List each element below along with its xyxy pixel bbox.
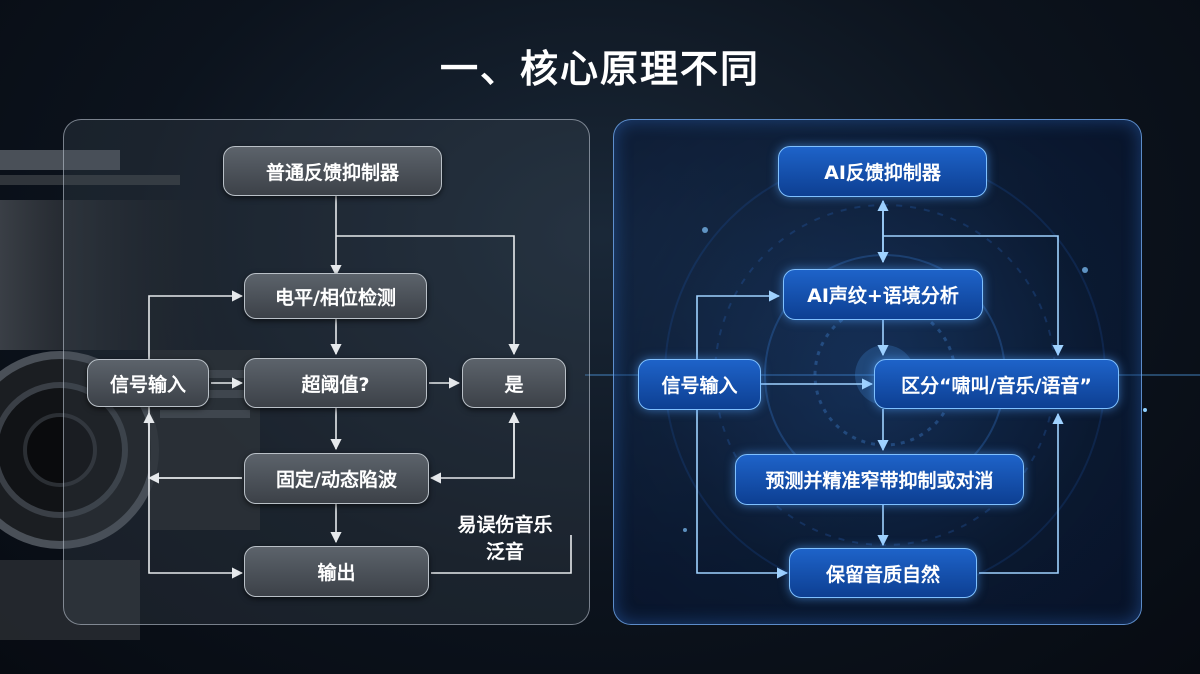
- side-effect-note: 易误伤音乐 泛音: [440, 512, 570, 566]
- predict-suppress-node: 预测并精准窄带抑制或对消: [735, 454, 1024, 505]
- threshold-check-node: 超阈值?: [244, 358, 427, 408]
- arrow-yes-notch: [429, 413, 515, 484]
- note-line-2: 泛音: [485, 541, 524, 563]
- arrow-input-preserve: [696, 410, 789, 579]
- output-node: 输出: [244, 546, 429, 597]
- signal-input-node-ai: 信号输入: [638, 359, 761, 410]
- classification-node: 区分“啸叫/音乐/语音”: [874, 359, 1119, 409]
- preserve-quality-node: 保留音质自然: [789, 548, 977, 598]
- ai-voiceprint-analysis-node: AI声纹+语境分析: [783, 269, 983, 320]
- arrow-preserve-classify: [979, 412, 1064, 574]
- signal-input-node: 信号输入: [87, 359, 209, 407]
- arrow-input-output: [148, 407, 244, 579]
- arrow-input-analysis: [696, 290, 781, 359]
- notch-filter-node: 固定/动态陷波: [244, 453, 429, 504]
- arrow-input-detect: [148, 290, 244, 359]
- arrow-header-yes: [336, 235, 520, 356]
- ai-suppressor-header: AI反馈抑制器: [778, 146, 987, 197]
- conventional-suppressor-header: 普通反馈抑制器: [223, 146, 442, 196]
- yes-node: 是: [462, 358, 566, 408]
- note-line-1: 易误伤音乐: [457, 514, 553, 536]
- note-bracket: [431, 535, 572, 574]
- arrow-header-classify: [883, 235, 1064, 357]
- level-phase-detection-node: 电平/相位检测: [244, 273, 427, 319]
- page-title: 一、核心原理不同: [439, 47, 760, 91]
